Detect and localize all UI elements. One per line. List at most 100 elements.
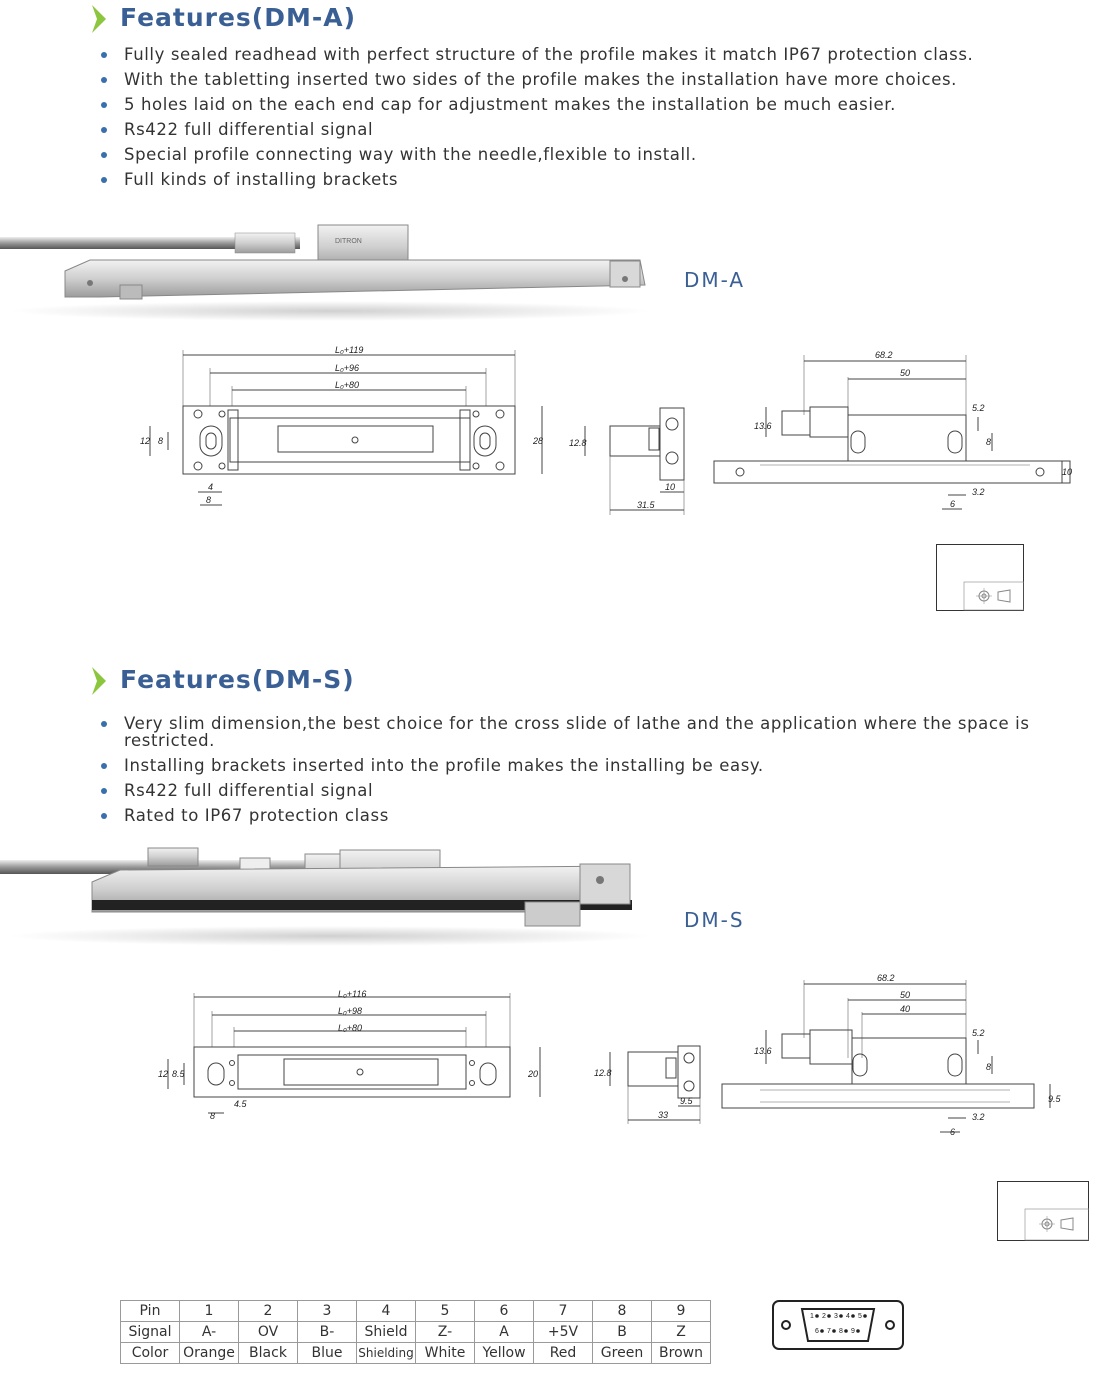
- table-cell: 8: [592, 1300, 652, 1322]
- table-cell: 9: [651, 1300, 711, 1322]
- dm-a-front-view-drawing: L₀+119 L₀+96 L₀+80 12 8 28 4 8: [140, 345, 543, 506]
- table-cell: Blue: [297, 1342, 357, 1364]
- list-item: Very slim dimension,the best choice for …: [96, 715, 1076, 749]
- dim-13-6: 13.6: [754, 421, 772, 431]
- dim-12-s: 12: [158, 1069, 168, 1079]
- pin-label: 8: [839, 1328, 843, 1335]
- pin-label: 1: [810, 1313, 814, 1320]
- dm-s-feature-list: Very slim dimension,the best choice for …: [96, 715, 1076, 832]
- dim-l98: L₀+98: [338, 1006, 362, 1016]
- dim-8b: 8: [206, 495, 211, 505]
- dm-a-side-view-drawing: 12.8 10 31.5: [569, 407, 685, 515]
- table-cell: 5: [415, 1300, 475, 1322]
- table-cell: A-: [179, 1321, 239, 1343]
- dim-50: 50: [900, 368, 910, 378]
- table-cell: Signal: [120, 1321, 180, 1343]
- table-cell: 3: [297, 1300, 357, 1322]
- list-item: Rated to IP67 protection class: [96, 807, 1076, 824]
- dim-68-2-s: 68.2: [877, 973, 895, 983]
- dm-a-projection-symbol: [936, 544, 1024, 611]
- dm-s-top-view-drawing: 68.2 50 40 13.6 5.2 8 9.5 3.2 6: [721, 973, 1062, 1137]
- table-cell: 6: [474, 1300, 534, 1322]
- chevron-icon: [92, 667, 106, 695]
- dim-68-2: 68.2: [875, 350, 893, 360]
- dim-l80-s: L₀+80: [338, 1023, 362, 1033]
- dim-12-8: 12.8: [569, 438, 587, 448]
- dim-3-2: 3.2: [972, 487, 985, 497]
- pin-label: 2: [822, 1313, 826, 1320]
- table-cell: 1: [179, 1300, 239, 1322]
- dm-a-feature-list: Fully sealed readhead with perfect struc…: [96, 46, 1076, 196]
- dim-8-right-s: 8: [986, 1062, 991, 1072]
- dim-10-right: 10: [1062, 467, 1072, 477]
- table-cell: 7: [533, 1300, 593, 1322]
- dim-10: 10: [665, 482, 675, 492]
- table-cell: Red: [533, 1342, 593, 1364]
- list-item: Fully sealed readhead with perfect struc…: [96, 46, 1076, 63]
- pin-label: 3: [834, 1313, 838, 1320]
- dim-3-2-s: 3.2: [972, 1112, 985, 1122]
- table-row: Signal A- OV B- Shield Z- A +5V B Z: [120, 1321, 711, 1343]
- dim-8-right: 8: [986, 437, 991, 447]
- dim-50-s: 50: [900, 990, 910, 1000]
- pin-label: 9: [851, 1328, 855, 1335]
- dim-6-s: 6: [950, 1127, 955, 1137]
- db9-connector-icon: 1 2 3 4 5 6 7 8 9: [772, 1300, 904, 1350]
- pin-label: 4: [846, 1313, 850, 1320]
- table-cell: B: [592, 1321, 652, 1343]
- table-cell: B-: [297, 1321, 357, 1343]
- table-cell: Black: [238, 1342, 298, 1364]
- table-cell: +5V: [533, 1321, 593, 1343]
- pin-label: 6: [815, 1328, 819, 1335]
- table-row: Pin 1 2 3 4 5 6 7 8 9: [120, 1300, 711, 1322]
- table-cell: Z-: [415, 1321, 475, 1343]
- dm-s-front-view-drawing: L₀+116 L₀+98 L₀+80 12 8.5 20 8 4.5: [158, 989, 541, 1121]
- table-cell: Brown: [651, 1342, 711, 1364]
- dim-28: 28: [532, 436, 543, 446]
- dim-4: 4: [208, 482, 213, 492]
- list-item: Special profile connecting way with the …: [96, 146, 1076, 163]
- model-label-dm-s: DM-S: [684, 908, 745, 932]
- svg-text:DITRON: DITRON: [335, 238, 362, 245]
- list-item: Installing brackets inserted into the pr…: [96, 757, 1076, 774]
- dim-13-6-s: 13.6: [754, 1046, 772, 1056]
- pin-label: 7: [827, 1328, 831, 1335]
- table-cell: White: [415, 1342, 475, 1364]
- section-title-dm-s: Features(DM-S): [120, 665, 355, 694]
- pin-assignment-table: Pin 1 2 3 4 5 6 7 8 9 Signal A- OV B- Sh…: [120, 1300, 711, 1364]
- table-cell: Green: [592, 1342, 652, 1364]
- dim-20: 20: [527, 1069, 538, 1079]
- table-cell: Z: [651, 1321, 711, 1343]
- dim-40: 40: [900, 1004, 910, 1014]
- dm-a-product-photo: DITRON: [0, 224, 650, 321]
- dim-8-s: 8: [210, 1111, 215, 1121]
- dim-8: 8: [158, 436, 163, 446]
- list-item: 5 holes laid on the each end cap for adj…: [96, 96, 1076, 113]
- dim-5-2-s: 5.2: [972, 1028, 985, 1038]
- dim-9-5-s: 9.5: [680, 1096, 694, 1106]
- list-item: With the tabletting inserted two sides o…: [96, 71, 1076, 88]
- table-cell: 4: [356, 1300, 416, 1322]
- dim-l119: L₀+119: [335, 345, 363, 355]
- dim-33: 33: [658, 1110, 668, 1120]
- list-item: Rs422 full differential signal: [96, 782, 1076, 799]
- section-title-dm-a: Features(DM-A): [120, 3, 357, 32]
- dm-s-projection-symbol: [997, 1181, 1089, 1241]
- dim-12-8-s: 12.8: [594, 1068, 612, 1078]
- dim-l96: L₀+96: [335, 363, 359, 373]
- chevron-icon: [92, 5, 106, 33]
- dim-l80: L₀+80: [335, 380, 359, 390]
- dm-a-top-view-drawing: 68.2 50 13.6 5.2 8 10 3.2 6: [713, 350, 1072, 510]
- list-item: Rs422 full differential signal: [96, 121, 1076, 138]
- table-cell: Shield: [356, 1321, 416, 1343]
- dim-9-5-right: 9.5: [1048, 1094, 1062, 1104]
- model-label-dm-a: DM-A: [684, 268, 746, 292]
- table-cell: 2: [238, 1300, 298, 1322]
- table-cell: Shielding: [356, 1342, 416, 1364]
- dim-12: 12: [140, 436, 150, 446]
- dim-5-2: 5.2: [972, 403, 985, 413]
- dim-31-5: 31.5: [637, 500, 656, 510]
- table-cell: Orange: [179, 1342, 239, 1364]
- dim-4-5: 4.5: [234, 1099, 248, 1109]
- pin-label: 5: [858, 1313, 862, 1320]
